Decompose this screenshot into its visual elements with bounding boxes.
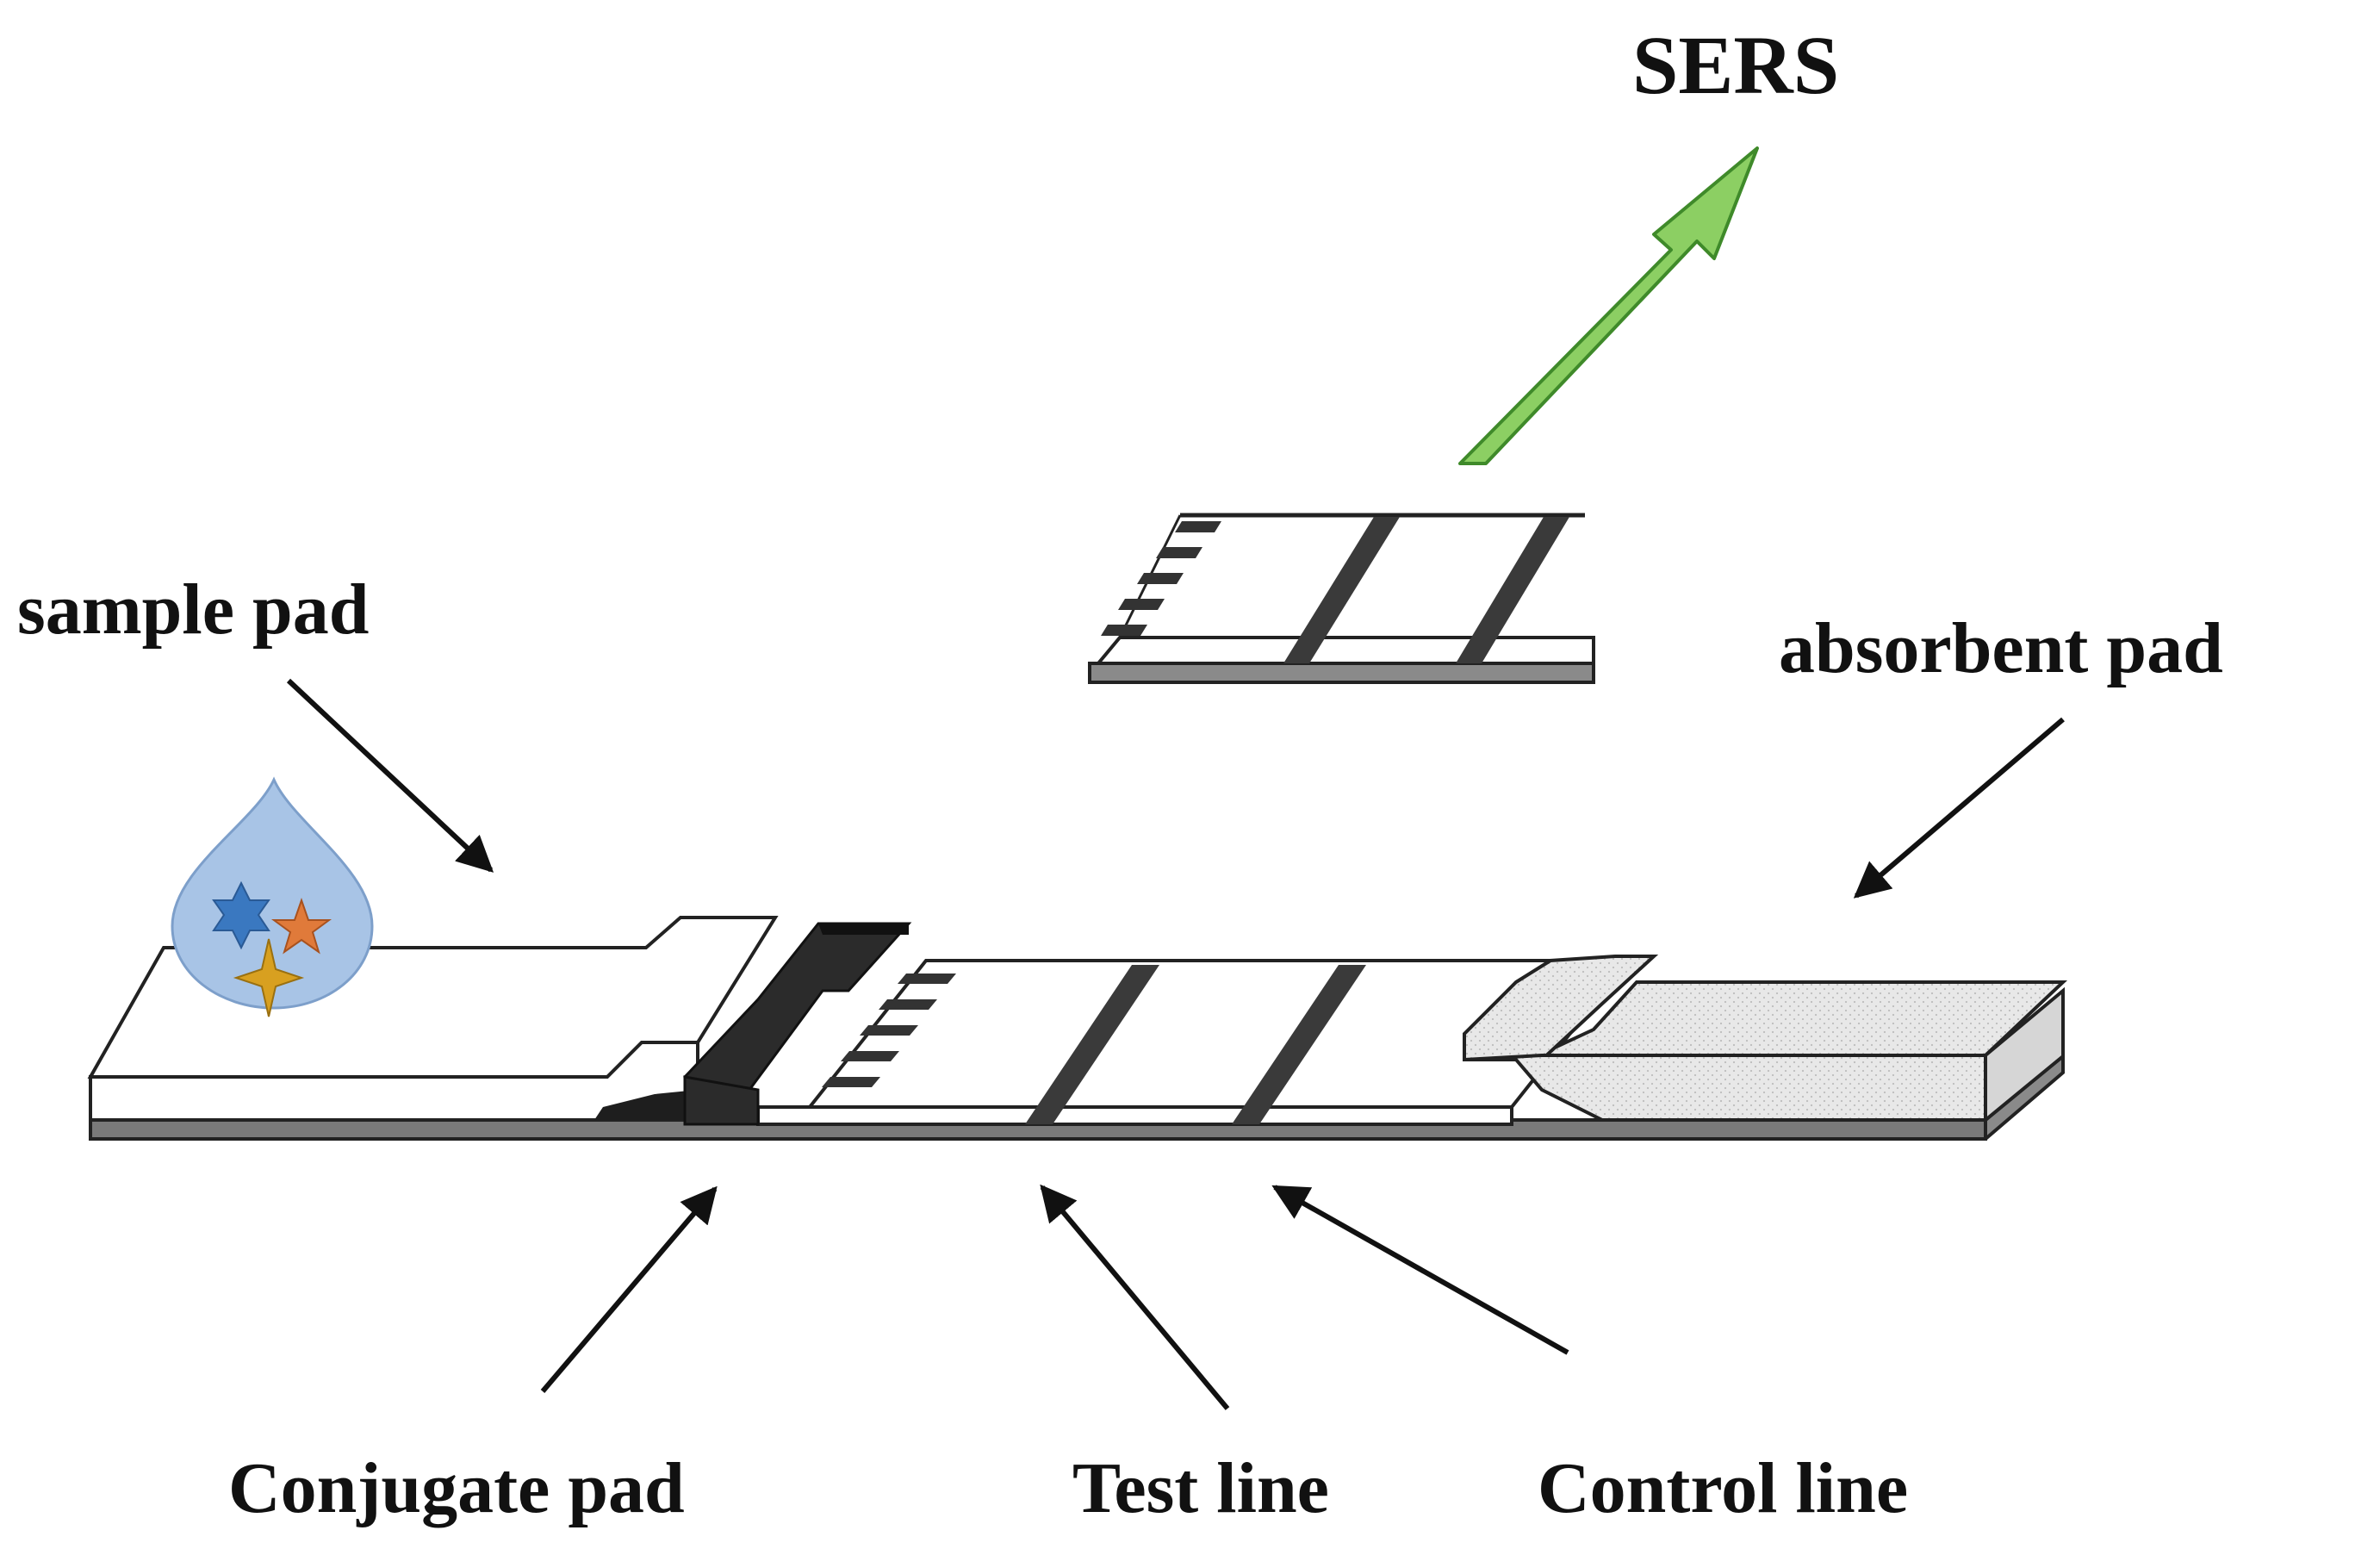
- test-line-label: Test line: [1072, 1448, 1329, 1528]
- absorbent-pad-arrow: [1853, 717, 2065, 899]
- gold-sparkle-icon: [233, 938, 305, 1017]
- sample-pad-arrow: [286, 678, 494, 873]
- orange-star-icon: [270, 897, 332, 955]
- sample-pad-label: sample pad: [17, 569, 369, 650]
- control-line-band: [1232, 965, 1366, 1124]
- control-line-arrow: [1271, 1185, 1569, 1355]
- pointer-arrows: [286, 678, 2065, 1410]
- detached-strip-section: [1088, 513, 1595, 684]
- conjugate-pad-label: Conjugate pad: [228, 1448, 685, 1528]
- nitrocellulose-membrane: [756, 959, 1632, 1126]
- test-strip: [87, 916, 2068, 1141]
- conjugate-pad-arrow: [540, 1185, 718, 1393]
- conjugate-pad-shape: [594, 922, 912, 1126]
- blue-star-icon: [212, 880, 270, 950]
- test-line-band: [1025, 965, 1159, 1124]
- control-line-label: Control line: [1538, 1448, 1908, 1528]
- sers-label: SERS: [1632, 19, 1839, 111]
- absorbent-pad-shape: [1463, 955, 2068, 1124]
- sers-signal-arrow-icon: [1458, 146, 1759, 465]
- sample-droplet-icon: [171, 776, 374, 1017]
- test-line-arrow: [1040, 1184, 1230, 1410]
- absorbent-pad-label: absorbent pad: [1779, 608, 2223, 688]
